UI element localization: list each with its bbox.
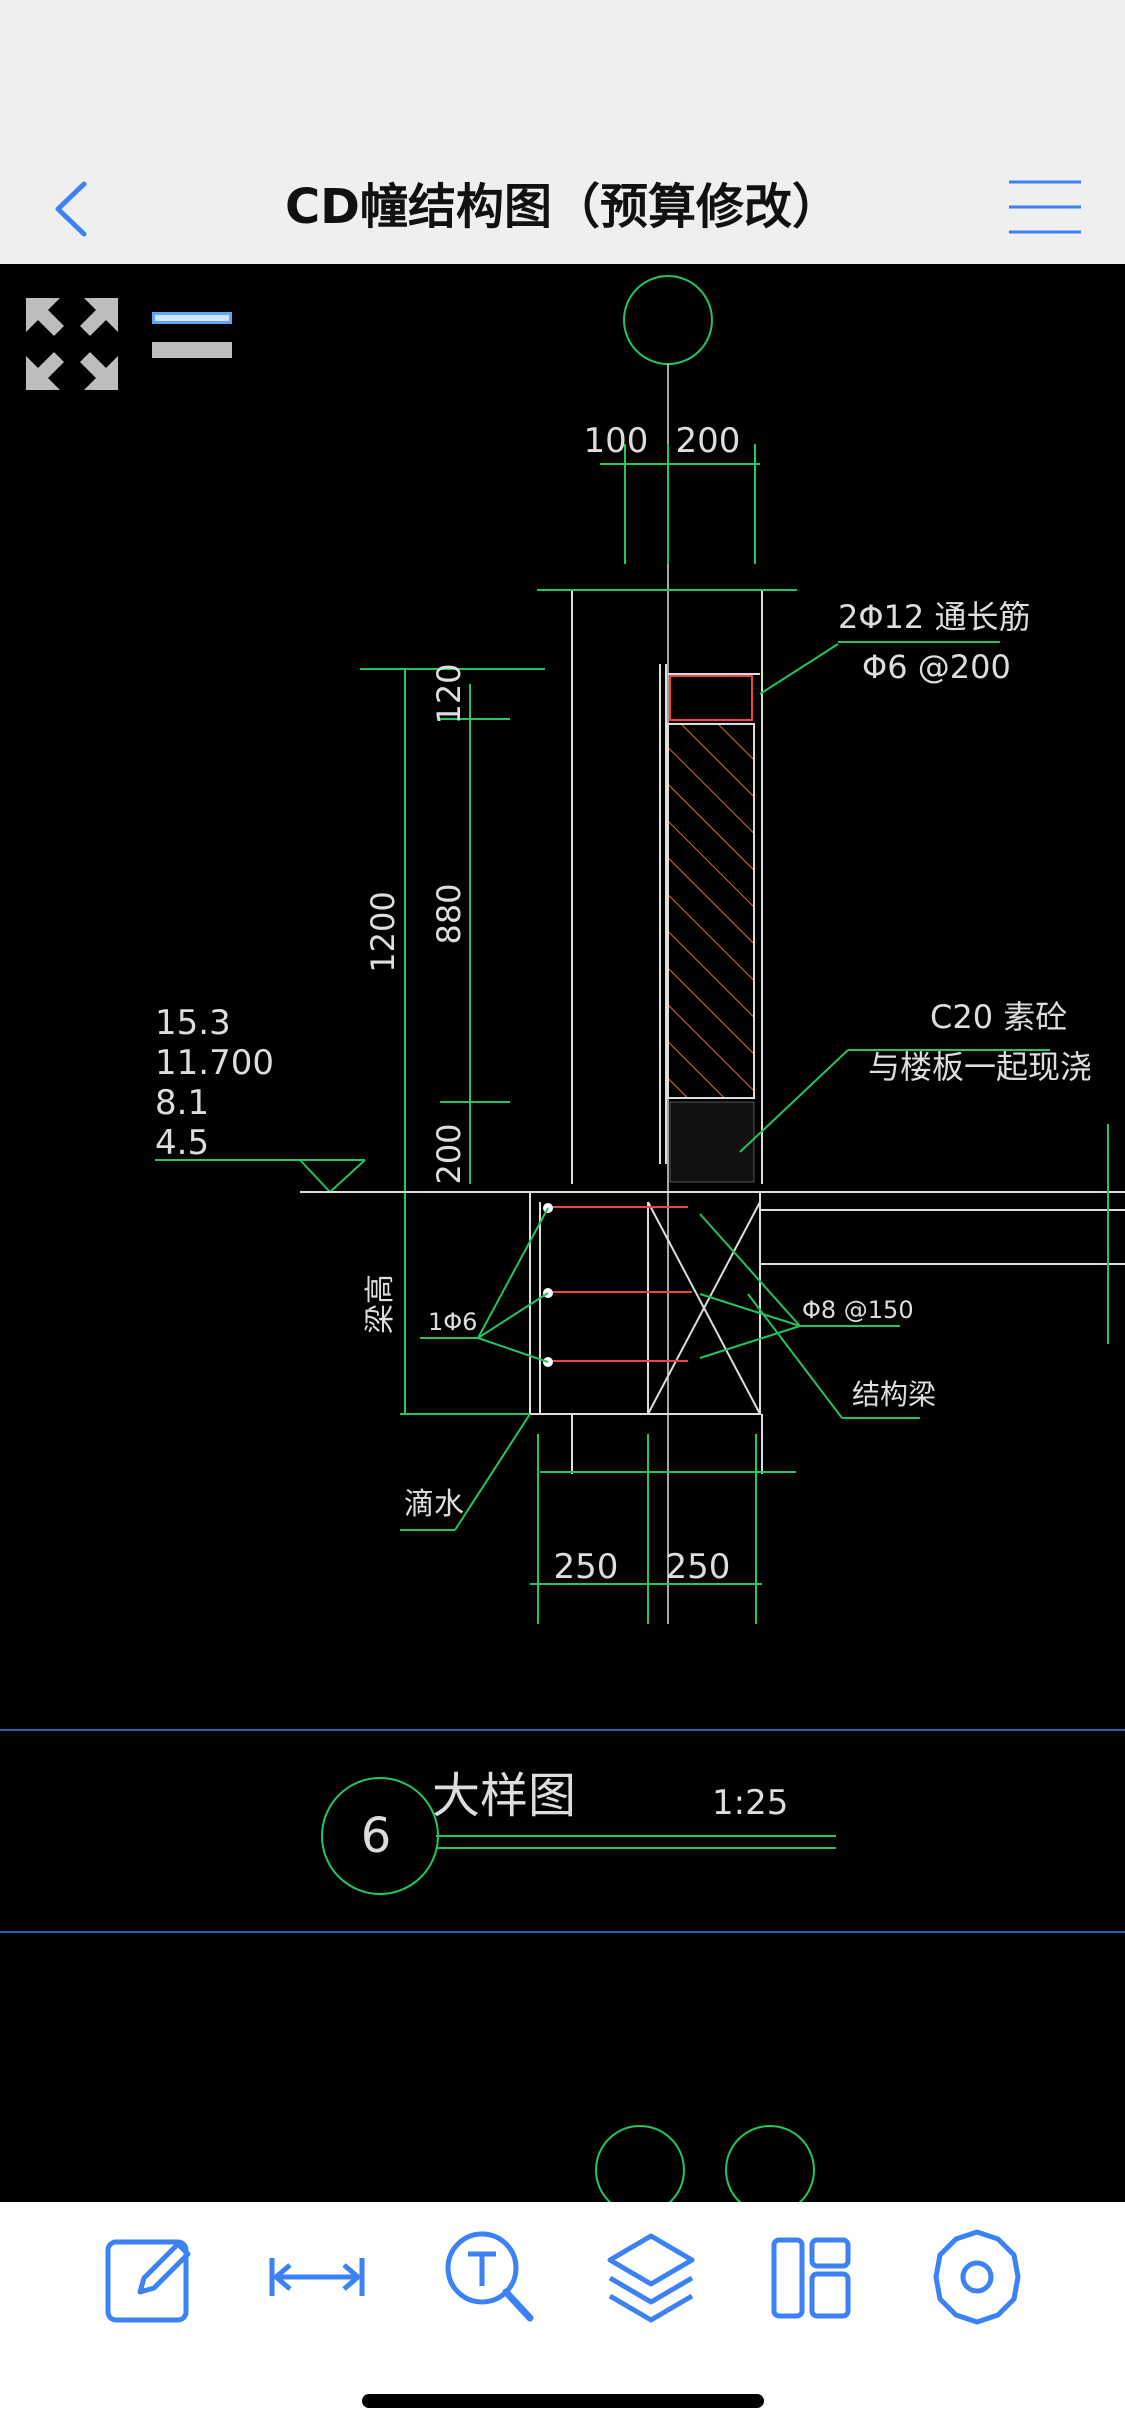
axis-bubble-top: [623, 275, 713, 365]
axis-bubble-bottom: [725, 2125, 815, 2202]
rebar-note-1: 2Φ12 通长筋: [838, 598, 1030, 636]
back-button[interactable]: [40, 164, 110, 254]
navigation-bar: CD幢结构图（预算修改）: [0, 150, 1125, 264]
dim-top-1: 100: [584, 421, 649, 461]
dim-200: 200: [430, 1123, 468, 1184]
layout-button[interactable]: [756, 2222, 866, 2332]
layers-button[interactable]: [596, 2222, 706, 2332]
rebar-note-2: Φ6 @200: [862, 648, 1011, 686]
elevation-2: 11.700: [155, 1043, 274, 1083]
bar-leaders: [400, 1207, 920, 1531]
detail-number: 6: [361, 1808, 392, 1864]
stirrup-label: Φ8 @150: [802, 1296, 914, 1324]
drip-label: 滴水: [404, 1487, 464, 1522]
bar-label: 1Φ6: [428, 1308, 477, 1336]
layer-toggle-button[interactable]: [150, 304, 234, 364]
edit-icon: [105, 2239, 191, 2323]
bottom-dimension: [530, 1434, 762, 1624]
status-bar: [0, 0, 1125, 150]
menu-button[interactable]: [1005, 172, 1085, 242]
hatched-section: [667, 723, 755, 1099]
drawing-canvas[interactable]: 100 200 12: [0, 264, 1125, 2202]
beam-label: 结构梁: [852, 1378, 936, 1411]
beam-rebars: [548, 1206, 692, 1362]
dim-1200: 1200: [364, 891, 402, 972]
page-title: CD幢结构图（预算修改）: [284, 179, 841, 235]
axis-bubble-bottom: [595, 2125, 685, 2202]
elevation-4: 4.5: [155, 1123, 209, 1163]
dim-bottom-2: 250: [666, 1547, 731, 1587]
dim-880: 880: [430, 883, 468, 944]
expand-arrows-icon: [26, 298, 118, 390]
wall-outline: [537, 589, 797, 1184]
dim-bottom-1: 250: [554, 1547, 619, 1587]
menu-icon: [1009, 180, 1081, 234]
elevation-3: 8.1: [155, 1083, 209, 1123]
text-search-button[interactable]: [434, 2222, 544, 2332]
bottom-toolbar: [0, 2202, 1125, 2436]
plain-concrete-section: [669, 1101, 755, 1183]
text-search-icon: [445, 2231, 534, 2322]
cad-drawing: 100 200 12: [0, 275, 1125, 2202]
left-dimension: [360, 668, 545, 1415]
home-indicator: [362, 2394, 764, 2408]
concrete-note-1: C20 素砼: [930, 998, 1067, 1036]
measure-icon: [269, 2258, 365, 2296]
edit-button[interactable]: [94, 2222, 204, 2332]
layer-lines-icon: [152, 312, 232, 358]
detail-scale: 1:25: [712, 1783, 788, 1823]
detail-title: 大样图: [432, 1768, 576, 1824]
settings-button[interactable]: [922, 2222, 1032, 2332]
rebar-box: [669, 675, 753, 721]
fullscreen-button[interactable]: [22, 294, 122, 394]
elevation-1: 15.3: [155, 1003, 231, 1043]
top-dimension: 100 200: [584, 421, 760, 564]
chevron-left-icon: [55, 181, 87, 237]
settings-icon: [933, 2229, 1021, 2325]
beam-section: [529, 1124, 1125, 1474]
concrete-note-2: 与楼板一起现浇: [868, 1048, 1092, 1086]
dim-120: 120: [430, 663, 468, 724]
elevation-marker: [155, 1159, 540, 1194]
dim-top-2: 200: [676, 421, 741, 461]
layers-icon: [607, 2233, 695, 2323]
layout-icon: [771, 2237, 851, 2319]
beam-height-label: 梁高: [363, 1274, 398, 1334]
measure-button[interactable]: [262, 2222, 372, 2332]
